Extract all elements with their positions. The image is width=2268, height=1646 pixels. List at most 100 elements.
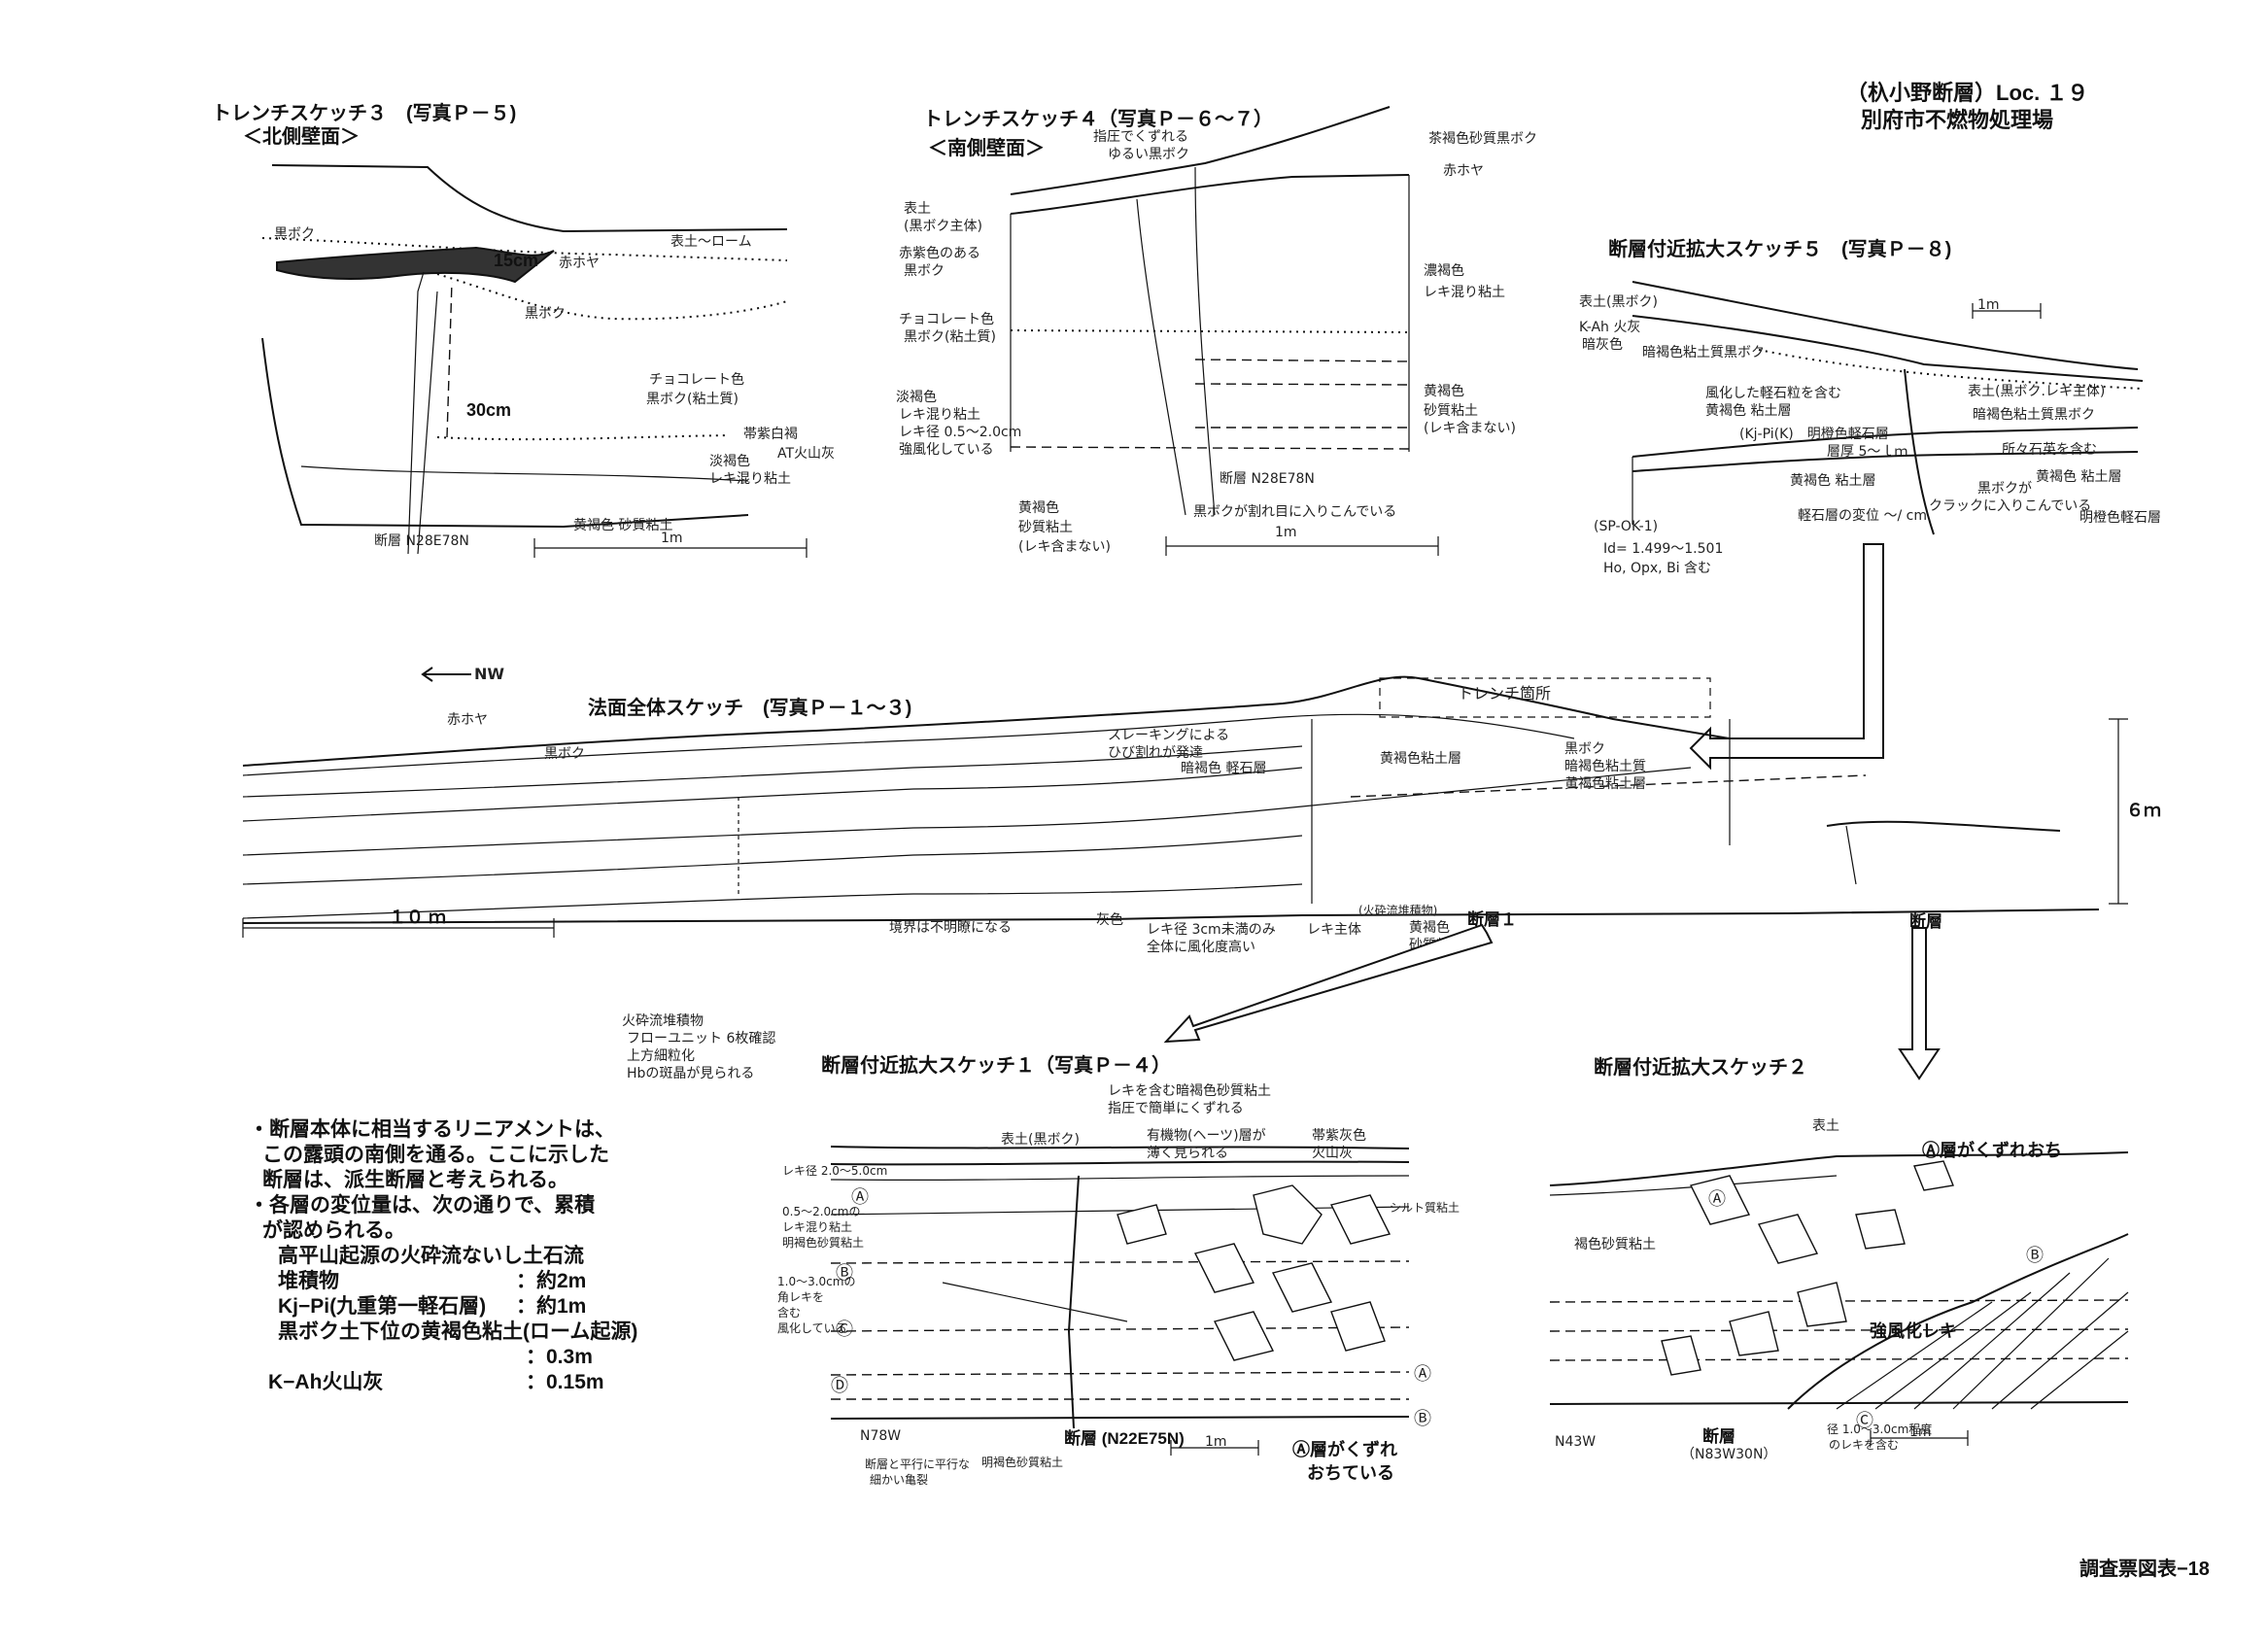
s3-akahoya: 赤ホヤ [559,256,600,271]
s1-fault-note: シルト質粘土 [1390,1201,1460,1215]
ov-boundary: 境界は不明瞭になる [889,920,1012,936]
s2-weathered: 強風化レキ [1870,1321,1957,1341]
s5-dark-brown-r: 暗褐色粘土質黒ボク [1973,407,2095,423]
ov-akahoya: 赤ホヤ [447,712,488,728]
overall-scale [242,918,555,938]
s1-top-note-2: 指圧で簡単にくずれる [1108,1101,1244,1116]
s1-top-note: レキを含む暗褐色砂質粘土 [1108,1083,1271,1099]
s1-left-note-4: 風化している [777,1321,847,1335]
s3-yellow-brown: 黄褐色 砂質粘土 [573,518,673,533]
s1-left-note: 1.0〜3.0cmの [777,1275,856,1288]
overall-drawing [242,675,2128,924]
s4-topsoil: 表土 [904,201,931,217]
s4-scale: 1m [1275,525,1297,540]
s1-gravel-l: レキ径 2.0〜5.0cm [782,1164,888,1178]
s4-sandy-kuroboku: 茶褐色砂質黒ボク [1428,131,1537,147]
sketch3-drawing [261,164,808,558]
ov-gravel-2: 全体に風化度高い [1147,940,1255,955]
note-item-3: 黒ボク土下位の黄褐色粘土(ローム起源) [249,1320,637,1345]
s4-yb-bottom: 黄褐色 [1018,500,1059,516]
sketch4-drawing [1010,106,1439,556]
note-line-4: ・各層の変位量は、次の通りで、累積 [249,1194,596,1217]
s4-dark-brown-2: レキ混り粘土 [1424,285,1505,300]
note-line-5: が認められる。 [262,1219,405,1242]
ov-scale: １０ ｍ [389,908,447,927]
s4-yb-bottom-3: (レキ含まない) [1018,539,1111,555]
s4-yellow-brown-3: (レキ含まない) [1424,421,1516,436]
s1-scale: 1m [1205,1434,1227,1450]
s3-band-2: AT火山灰 [777,446,836,462]
ov-flow-note: 火砕流堆積物 [622,1013,704,1029]
ov-dark-s: 暗褐色粘土質 [1564,759,1646,774]
sketch3-subtitle: ＜北側壁面＞ [243,126,360,148]
page-label: 調査票図表−18 [2079,1559,2210,1580]
s1-quartz-2: 薄く見られる [1147,1146,1228,1161]
sketch4-subtitle: ＜南側壁面＞ [928,138,1045,159]
ov-gray: 灰色 [1096,912,1123,928]
s3-kuroboku-top: 黒ボク [274,226,315,242]
s4-reddish: 赤紫色のある [899,246,980,261]
sketch5-drawing [1632,281,2144,535]
s2-circle-a: Ⓐ [1708,1189,1726,1210]
s3-light-brown-2: レキ混り粘土 [709,471,791,487]
s1-bottom-note-2: 細かい亀裂 [870,1473,929,1487]
s1-left-note-2: 角レキを [777,1290,825,1304]
s1-gravel-l4: 明褐色砂質粘土 [782,1236,865,1250]
s1-bottom-note: 断層と平行に平行な [865,1457,971,1471]
note-item3-name: 黒ボク土下位の黄褐色粘土(ローム起源) [278,1320,638,1343]
sketch4-title: トレンチスケッチ４（写真Ｐ－６～７） [923,109,1273,130]
s2-gravel-note-2: のレキを含む [1829,1438,1900,1452]
note-item-3b: ：0.3m [249,1345,637,1370]
s5-dark-clay: 暗褐色粘土質黒ボク [1642,345,1765,360]
s2-scale: 1m [1909,1424,1932,1440]
s5-pumice: 風化した軽石粒を含む [1705,386,1841,401]
s3-light-brown: 淡褐色 [709,454,750,469]
s4-light-brown: 淡褐色 [896,390,937,405]
connector-arrow-sketch1 [1163,923,1494,1044]
note-item1-val: ：約2m [516,1270,587,1292]
s5-crack: 黒ボクが [1977,481,2032,497]
ov-height: ６ｍ [2126,801,2161,820]
sketch2-scale [1870,1430,1969,1446]
note-item1-name-2: 堆積物 [278,1270,339,1292]
s1-circle-c: Ⓒ [836,1320,853,1340]
sketch2-title: 断層付近拡大スケッチ２ [1594,1057,1807,1079]
ov-kuroboku-s: 黒ボク [1564,741,1605,757]
ov-fault1: 断層１ [1467,910,1517,929]
s1-quartz: 有機物(ヘーツ)層が [1147,1128,1266,1144]
s4-light-brown-3: レキ径 0.5〜2.0cm [899,425,1022,440]
nw-arrow [421,667,471,682]
s4-chocolate: チョコレート色 [899,312,994,327]
s1-dir: N78W [860,1428,902,1444]
s2-circle-b: Ⓑ [2026,1246,2044,1266]
s2-fault-2: （N83W30N） [1681,1447,1777,1462]
ov-pumice: 暗褐色 軽石層 [1181,761,1267,776]
note-item-1b: 堆積物 ：約2m [249,1269,637,1294]
s5-sample: (SP-OK-1) [1594,519,1659,534]
s1-circle-b-r: Ⓑ [1414,1409,1431,1429]
sketch1-title: 断層付近拡大スケッチ１（写真Ｐ－４） [821,1055,1171,1077]
s1-circle-a: Ⓐ [851,1187,869,1208]
s3-thick-15: 15cm [494,251,539,270]
s5-scale: 1m [1977,297,2000,313]
s2-gravel-note: 径 1.0〜3.0cm程度 [1827,1423,1933,1436]
s5-sample-2: Id= 1.499〜1.501 [1603,541,1724,557]
ov-main: レキ主体 [1307,922,1361,938]
note-line-2: この露頭の南側を通る。ここに示した [262,1144,609,1166]
ov-flow-note-2: フローユニット 6枚確認 [627,1031,776,1046]
s1-left-note-3: 含む [777,1306,802,1320]
s1-gravel-l3: レキ混り粘土 [782,1220,853,1234]
s1-bottom-note-3: 明褐色砂質粘土 [981,1456,1064,1469]
sketch1-scale [1170,1440,1259,1456]
s1-circle-a-r: Ⓐ [1414,1364,1431,1385]
s5-crack-2: クラックに入りこんでいる [1929,498,2092,514]
sketch3-title: トレンチスケッチ３ (写真Ｐ－５) [212,103,517,124]
s3-scale: 1m [661,531,683,546]
s5-orange: 明橙色軽石層 [2079,510,2161,526]
s4-chocolate-2: 黒ボク(粘土質) [904,329,996,345]
s5-ash: K-Ah 火灰 [1579,320,1641,335]
header-title: （杁小野断層）Loc. １９ [1846,81,2089,105]
note-item2-val: ：約1m [516,1295,587,1318]
s1-akahoya: 帯紫灰色 [1312,1128,1366,1144]
s1-circle-d: Ⓓ [831,1376,848,1396]
